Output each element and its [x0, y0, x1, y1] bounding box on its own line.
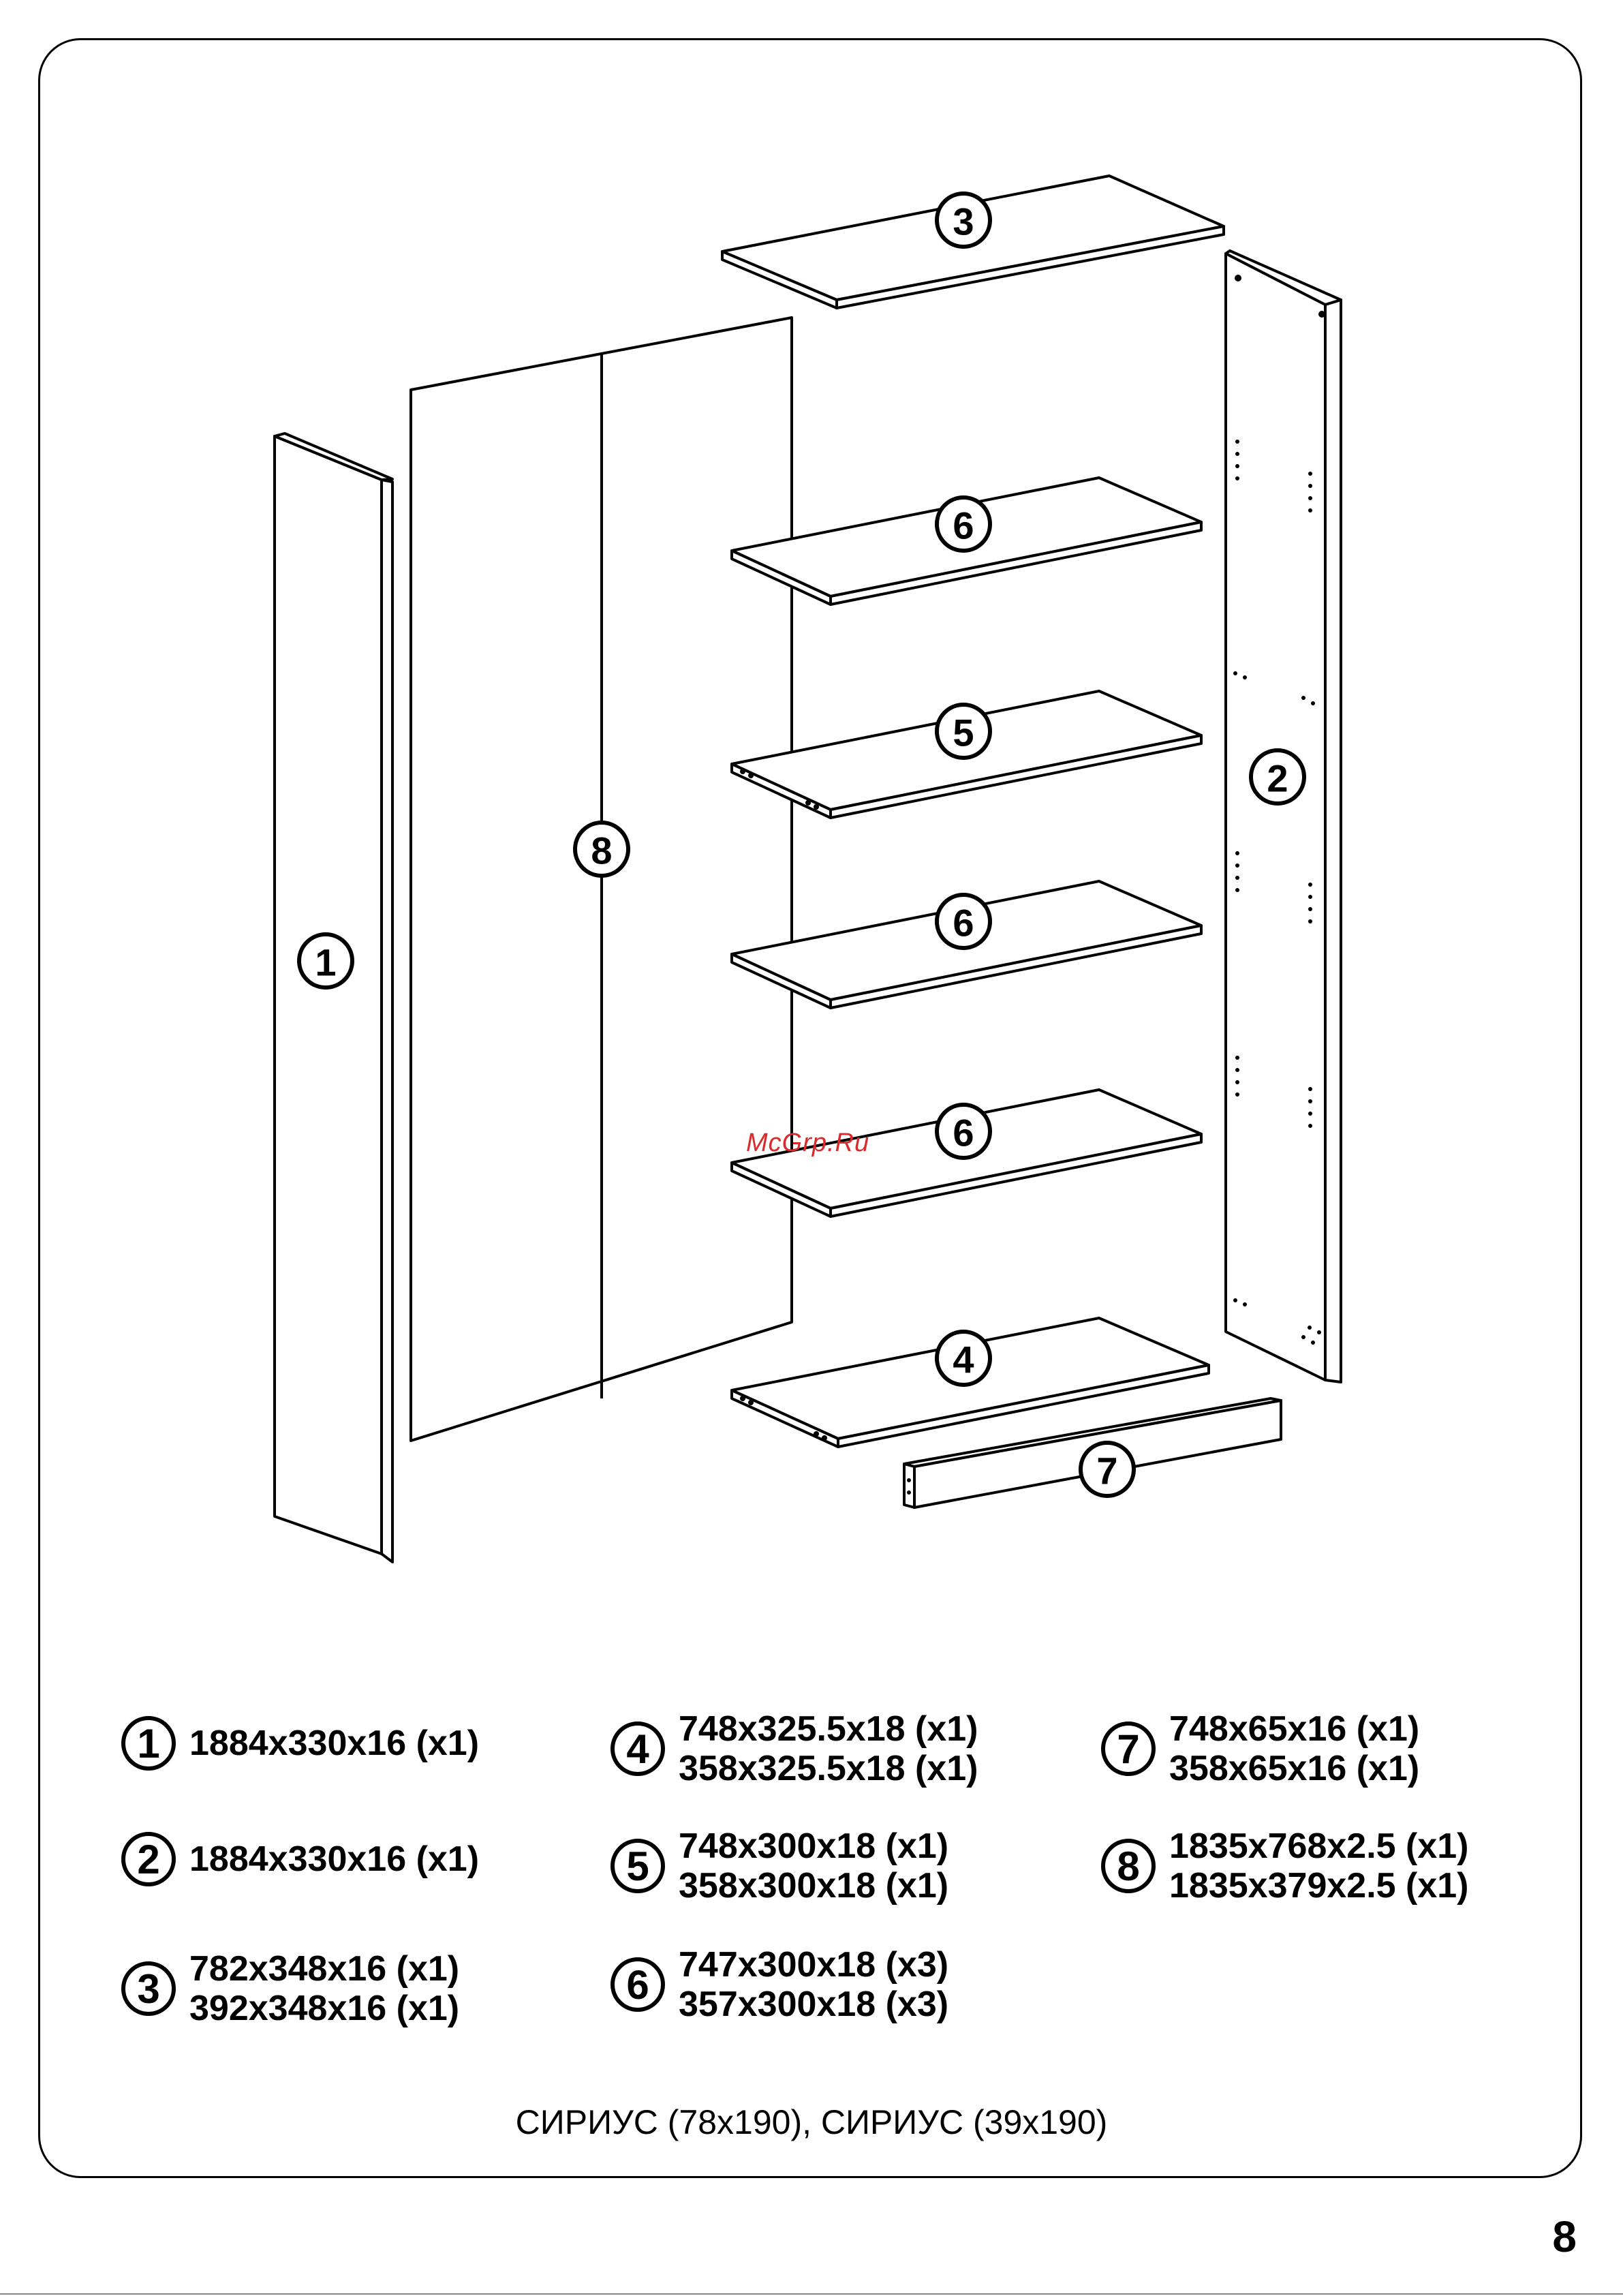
callout-label-5: 5 — [953, 711, 974, 754]
part-number-badge: 6 — [610, 1957, 665, 2012]
diagram-callouts — [297, 192, 1306, 1498]
callout-2 — [1249, 748, 1306, 806]
part-dimensions: 748x300x18 (x1) — [679, 1826, 949, 1866]
part-spec-4: 4 748x325.5x18 (x1) 358x325.5x18 (x1) — [610, 1709, 978, 1788]
part-dimensions: 748x325.5x18 (x1) — [679, 1709, 978, 1749]
side-panel-part-2 — [1224, 249, 1342, 1383]
callout-label-4: 4 — [953, 1338, 974, 1381]
callout-label-8: 8 — [591, 829, 612, 872]
part-spec-7: 7 748x65x16 (x1) 358x65x16 (x1) — [1101, 1709, 1419, 1788]
part-dimensions: 782x348x16 (x1) — [189, 1949, 460, 1989]
part-dimensions: 1835x768x2.5 (x1) — [1169, 1826, 1469, 1866]
bottom-divider — [0, 2293, 1623, 2295]
part-number-badge: 5 — [610, 1839, 665, 1893]
part-dimensions: 1884x330x16 (x1) — [189, 1839, 480, 1879]
part-number-badge: 2 — [121, 1832, 176, 1886]
part-number-badge: 4 — [610, 1721, 665, 1776]
part-number-badge: 1 — [121, 1716, 176, 1771]
part-number-badge: 3 — [121, 1961, 176, 2016]
callout-label-2: 2 — [1267, 757, 1288, 800]
back-panel-part-8 — [409, 316, 793, 1442]
part-dimensions: 1884x330x16 (x1) — [189, 1724, 480, 1763]
part-spec-6: 6 747x300x18 (x3) 357x300x18 (x3) — [610, 1945, 948, 2024]
part-spec-3: 3 782x348x16 (x1) 392x348x16 (x1) — [121, 1949, 459, 2028]
part-dimensions: 358x325.5x18 (x1) — [679, 1749, 978, 1788]
part-spec-5: 5 748x300x18 (x1) 358x300x18 (x1) — [610, 1826, 948, 1905]
callout-label-3: 3 — [953, 200, 974, 243]
callout-5 — [935, 703, 992, 760]
callout-3 — [935, 192, 992, 249]
part-dimensions: 357x300x18 (x3) — [679, 1985, 949, 2024]
callout-6c — [935, 1103, 992, 1160]
callout-8 — [573, 821, 630, 878]
part-spec-2: 2 1884x330x16 (x1) — [121, 1832, 479, 1886]
page-frame — [38, 38, 1582, 2178]
callout-label-6b: 6 — [953, 902, 974, 945]
callout-7 — [1079, 1441, 1136, 1498]
model-caption: СИРИУС (78х190), СИРИУС (39х190) — [515, 2103, 1108, 2141]
part-dimensions: 358x300x18 (x1) — [679, 1866, 949, 1905]
callout-label-6a: 6 — [953, 504, 974, 547]
exploded-assembly-diagram: 1 2 3 4 5 6 6 6 7 8 — [273, 174, 1342, 1563]
part-number-badge: 8 — [1101, 1839, 1156, 1893]
callout-1 — [297, 932, 354, 990]
side-panel-part-1 — [273, 432, 394, 1563]
callout-6a — [935, 495, 992, 553]
watermark: McGrp.Ru — [746, 1129, 870, 1157]
part-dimensions: 392x348x16 (x1) — [189, 1989, 460, 2028]
part-spec-8: 8 1835x768x2.5 (x1) 1835x379x2.5 (x1) — [1101, 1826, 1469, 1905]
page-number: 8 — [1552, 2212, 1577, 2261]
part-dimensions: 748x65x16 (x1) — [1169, 1709, 1420, 1749]
callout-label-6c: 6 — [953, 1112, 974, 1154]
part-dimensions: 1835x379x2.5 (x1) — [1169, 1866, 1469, 1905]
callout-label-7: 7 — [1096, 1450, 1117, 1493]
part-dimensions: 747x300x18 (x3) — [679, 1945, 949, 1985]
callout-label-1: 1 — [315, 941, 336, 984]
callout-4 — [935, 1330, 992, 1387]
part-spec-1: 1 1884x330x16 (x1) — [121, 1716, 479, 1771]
callout-6b — [935, 893, 992, 950]
part-number-badge: 7 — [1101, 1721, 1156, 1776]
part-dimensions: 358x65x16 (x1) — [1169, 1749, 1420, 1788]
